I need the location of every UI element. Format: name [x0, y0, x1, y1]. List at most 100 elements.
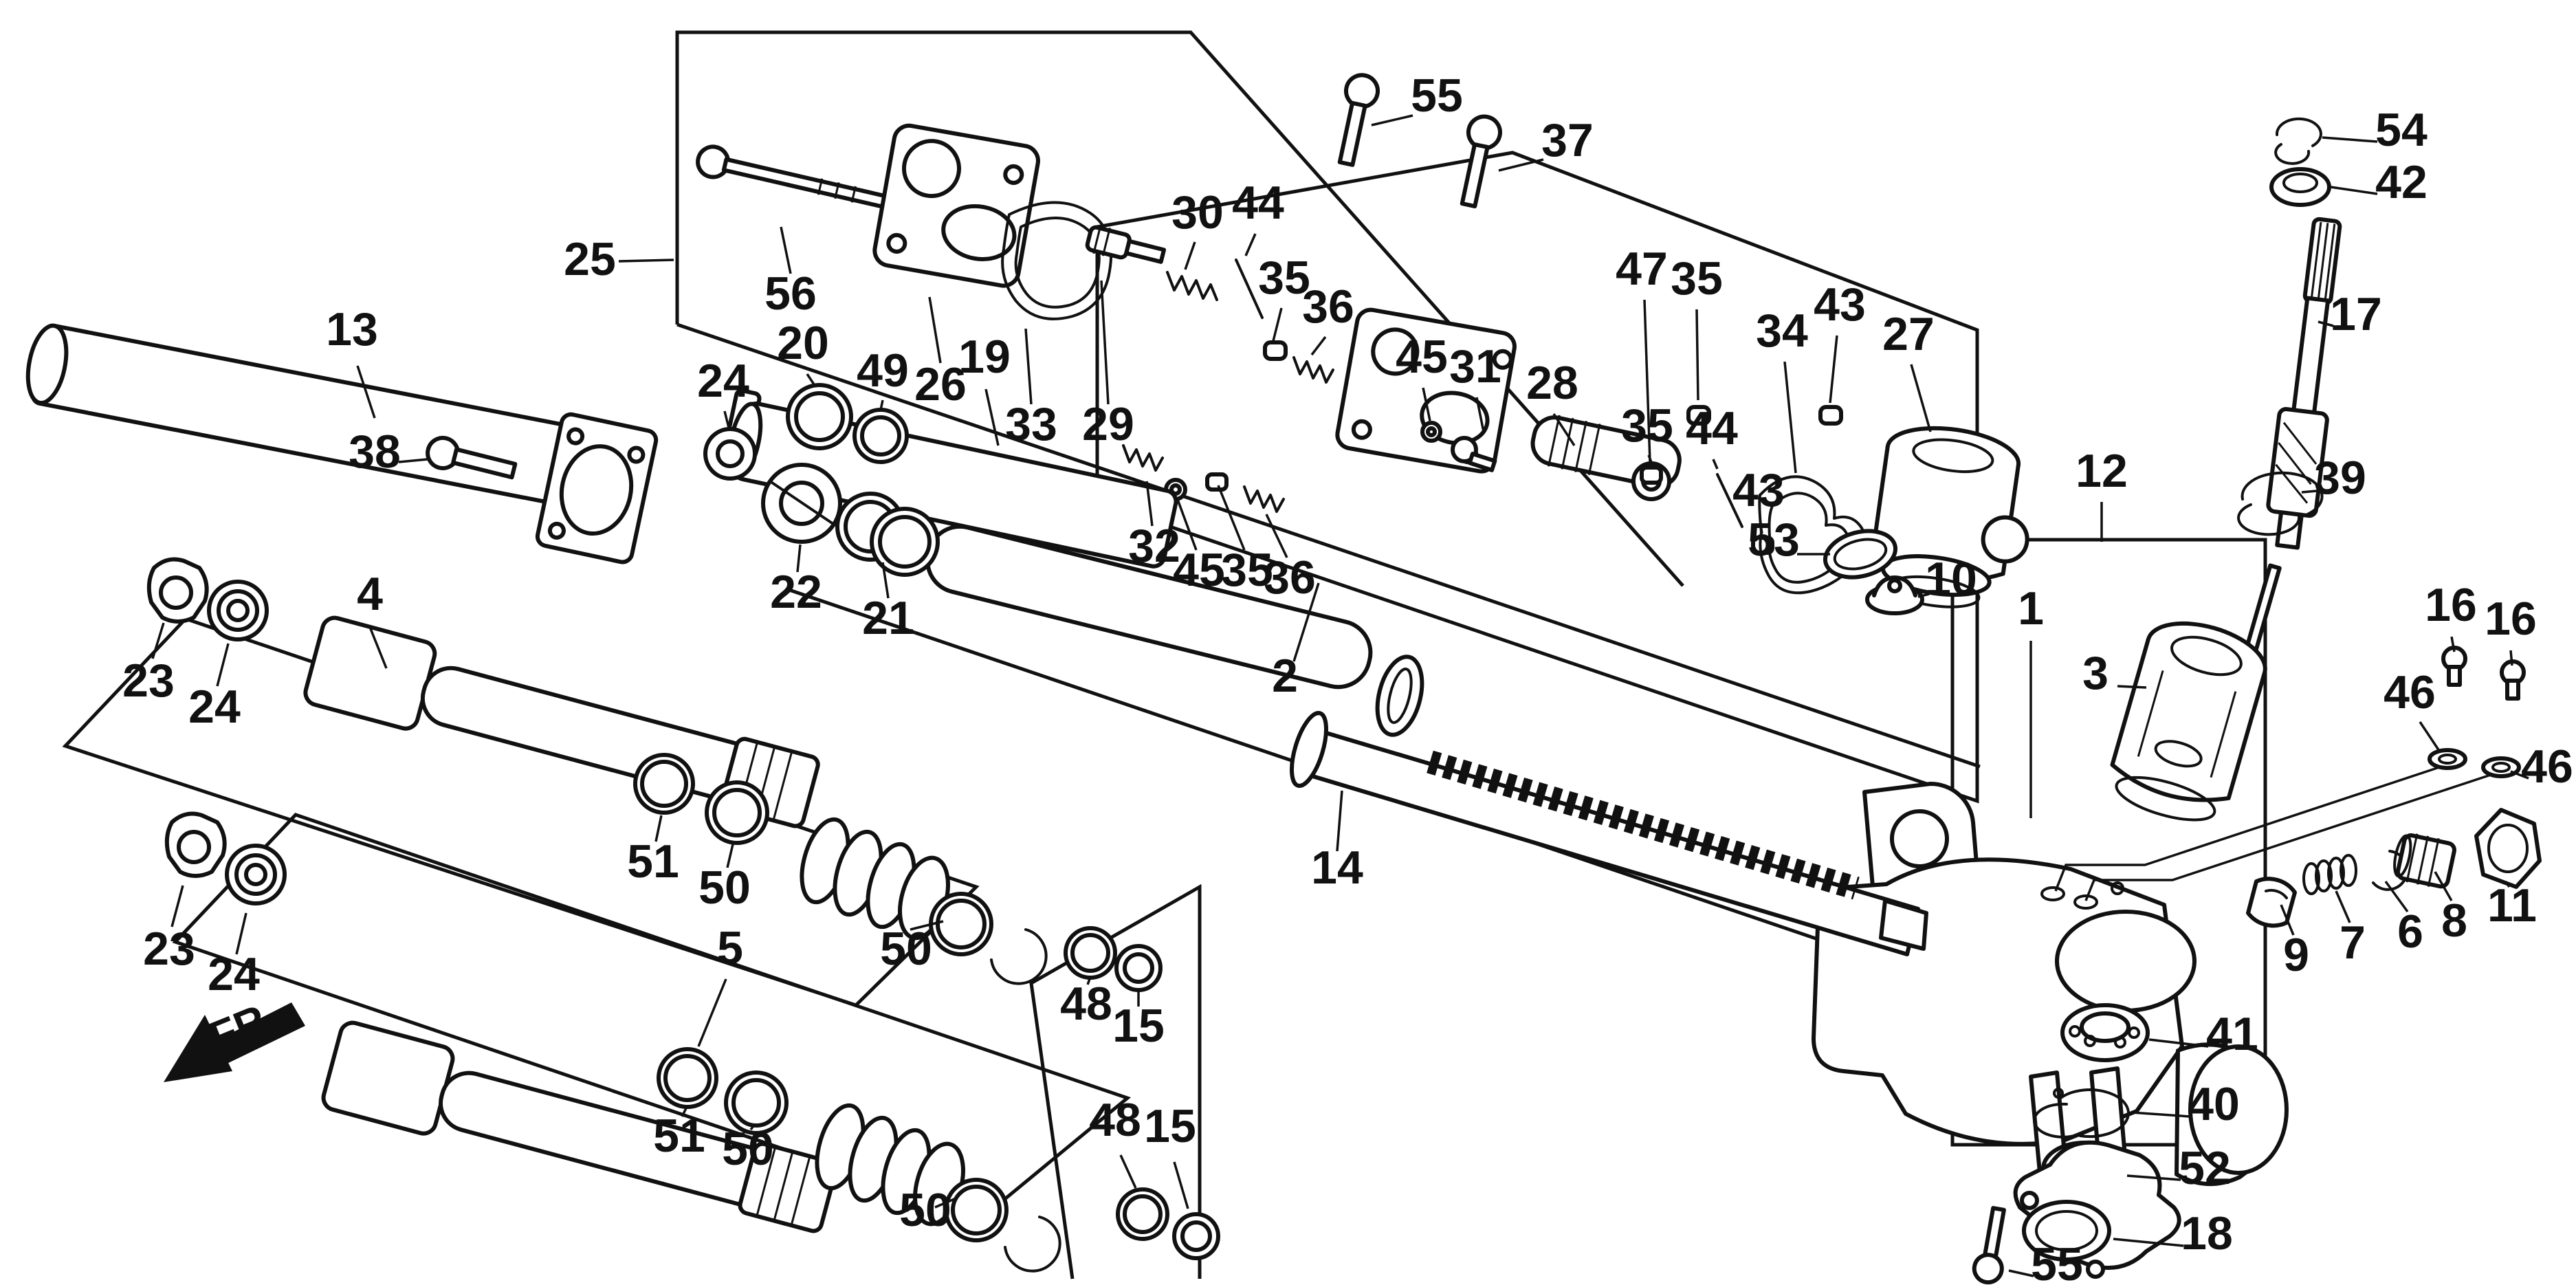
part-snap-ring-a [990, 928, 1048, 985]
part-24-seal-upper [703, 427, 757, 481]
leader-line-50 [726, 844, 734, 868]
leader-line-45 [1422, 387, 1431, 421]
leader-line-28 [1552, 413, 1576, 446]
part-46-washer-b [2481, 756, 2521, 778]
leader-line-16 [2450, 636, 2456, 652]
leader-line-38 [398, 458, 428, 463]
part-label-21: 21 [862, 592, 914, 644]
leader-line-16 [2509, 650, 2513, 666]
part-label-4: 4 [357, 568, 383, 620]
part-29-adjusting-screw [1085, 225, 1167, 264]
leader-line-22 [796, 544, 802, 573]
leader-line-55 [1371, 114, 1413, 127]
leader-line-7 [2335, 890, 2351, 923]
part-label-16: 16 [2485, 593, 2537, 645]
part-label-26: 26 [914, 358, 967, 410]
part-17-pinion-shaft [2266, 217, 2342, 550]
part-label-10: 10 [1925, 553, 1977, 605]
leader-line-37 [1498, 158, 1544, 172]
part-label-55: 55 [2031, 1238, 2083, 1285]
part-label-38: 38 [349, 426, 401, 478]
part-label-48: 48 [1060, 978, 1112, 1030]
pipe-leader-46-a [2054, 766, 2440, 892]
part-23-washer-a [146, 557, 209, 624]
part-20-ring [786, 383, 853, 450]
part-label-43: 43 [1732, 464, 1785, 516]
part-40-snap-ring [2032, 1088, 2130, 1139]
part-50-piston-b [815, 1103, 965, 1227]
part-label-51: 51 [653, 1110, 705, 1162]
part-42-bearing [2269, 167, 2331, 207]
part-snap-ring-b [1004, 1216, 1061, 1273]
part-label-45: 45 [1173, 544, 1225, 596]
part-55-bolt-bottom [1972, 1206, 2006, 1285]
part-label-30: 30 [1171, 186, 1224, 239]
part-41-bearing [2060, 1003, 2150, 1062]
part-label-8: 8 [2441, 894, 2467, 947]
part-label-16: 16 [2425, 579, 2477, 631]
part-label-22: 22 [770, 566, 822, 618]
part-label-23: 23 [122, 655, 175, 707]
box-valve-body-group [1095, 151, 1979, 804]
part-7-spring [2302, 854, 2357, 895]
leader-line-13 [356, 365, 376, 419]
part-33-gasket [1001, 201, 1113, 320]
part-label-15: 15 [1112, 1000, 1165, 1052]
leader-line-10 [1917, 593, 1930, 598]
part-49-ring [852, 408, 909, 464]
part-43-cap-a [1818, 405, 1843, 426]
part-24-bearing-b [225, 844, 287, 905]
part-18-end-flange [2013, 1140, 2181, 1279]
leader-line-48 [1086, 978, 1091, 985]
part-label-6: 6 [2397, 905, 2423, 958]
box-valve-cover-group [675, 30, 1684, 587]
part-rack-collar [1375, 655, 1424, 737]
part-46-washer-a [2428, 748, 2467, 770]
part-54-snap-ring [2274, 117, 2322, 165]
part-label-35: 35 [1258, 252, 1310, 304]
leader-line-31 [1475, 397, 1485, 432]
part-label-27: 27 [1882, 308, 1935, 360]
part-30-spring [1166, 271, 1218, 301]
part-label-25: 25 [564, 233, 616, 285]
leader-line-19 [984, 388, 1000, 446]
leader-line-36 [1265, 514, 1288, 558]
leader-line-41 [2148, 1038, 2209, 1048]
part-35-cap-a [1263, 340, 1288, 361]
part-label-11: 11 [2487, 879, 2537, 932]
part-label-32: 32 [1128, 520, 1180, 572]
leader-line-55 [2008, 1269, 2034, 1277]
leader-line-35 [1647, 454, 1653, 463]
part-24-bearing-a [207, 580, 269, 641]
leader-line-43 [1759, 519, 1763, 534]
part-26-valve-cover [872, 123, 1040, 288]
leader-line-50 [749, 1123, 756, 1131]
part-label-50: 50 [899, 1184, 951, 1236]
leader-line-48 [1119, 1154, 1137, 1189]
part-label-53: 53 [1748, 514, 1800, 566]
part-13-flange [535, 412, 659, 564]
part-35-cap-b [1205, 472, 1229, 492]
part-label-13: 13 [326, 303, 378, 355]
pipe-leader-46-b [2084, 773, 2494, 901]
part-5-rack-shaft-b [321, 1020, 838, 1233]
leader-line-49 [879, 399, 884, 410]
part-51-ring-a [633, 753, 695, 815]
part-50-ring-b2 [944, 1178, 1009, 1242]
part-22-bushing [761, 463, 842, 544]
part-50-ring-a2 [929, 892, 993, 956]
box-diagonal-main [676, 322, 1981, 769]
leader-line-2 [1292, 582, 1320, 662]
part-label-2: 2 [1272, 650, 1298, 702]
part-label-18: 18 [2181, 1207, 2233, 1260]
part-label-50: 50 [722, 1123, 774, 1175]
part-label-47: 47 [1616, 243, 1668, 295]
part-label-51: 51 [627, 835, 679, 888]
leader-line-4 [368, 626, 388, 669]
part-36-spring-a [1292, 356, 1334, 384]
part-44-pin-b [1716, 473, 1743, 528]
part-label-35: 35 [1621, 399, 1673, 452]
part-label-24: 24 [208, 948, 260, 1000]
